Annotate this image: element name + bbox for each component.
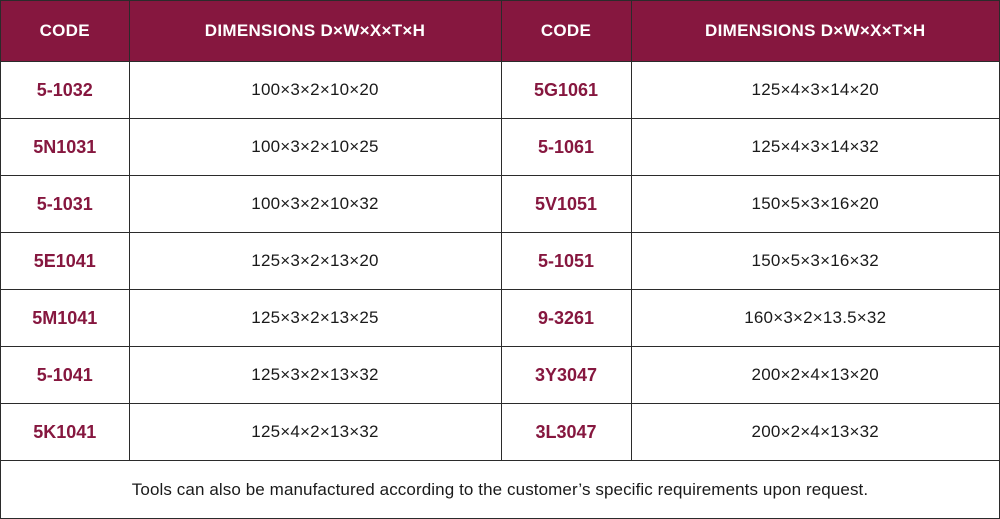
code-cell: 5-1051 <box>501 232 632 290</box>
dimensions-cell: 125×4×3×14×20 <box>631 61 999 119</box>
dimensions-table: CODE DIMENSIONS D×W×X×T×H CODE DIMENSION… <box>1 1 999 461</box>
table-body: 5-1032 100×3×2×10×20 5G1061 125×4×3×14×2… <box>1 61 999 461</box>
code-cell: 5-1032 <box>1 61 130 119</box>
code-cell: 9-3261 <box>501 289 632 347</box>
table-row: 5N1031 100×3×2×10×25 5-1061 125×4×3×14×3… <box>1 118 999 176</box>
code-cell: 5-1031 <box>1 175 130 233</box>
dimensions-cell: 125×3×2×13×20 <box>129 232 502 290</box>
dimensions-cell: 100×3×2×10×20 <box>129 61 502 119</box>
header-dimensions-right: DIMENSIONS D×W×X×T×H <box>631 1 999 62</box>
code-cell: 5M1041 <box>1 289 130 347</box>
dimensions-cell: 125×3×2×13×25 <box>129 289 502 347</box>
code-cell: 3Y3047 <box>501 346 632 404</box>
dimensions-cell: 125×4×3×14×32 <box>631 118 999 176</box>
table-row: 5E1041 125×3×2×13×20 5-1051 150×5×3×16×3… <box>1 232 999 290</box>
table-row: 5K1041 125×4×2×13×32 3L3047 200×2×4×13×3… <box>1 403 999 461</box>
table-header: CODE DIMENSIONS D×W×X×T×H CODE DIMENSION… <box>1 1 999 62</box>
code-cell: 5G1061 <box>501 61 632 119</box>
dimensions-cell: 200×2×4×13×32 <box>631 403 999 461</box>
code-cell: 5K1041 <box>1 403 130 461</box>
code-cell: 5V1051 <box>501 175 632 233</box>
code-cell: 3L3047 <box>501 403 632 461</box>
dimensions-cell: 200×2×4×13×20 <box>631 346 999 404</box>
dimensions-cell: 100×3×2×10×25 <box>129 118 502 176</box>
header-code-left: CODE <box>1 1 130 62</box>
footnote-text: Tools can also be manufactured according… <box>131 480 869 499</box>
dimensions-cell: 150×5×3×16×32 <box>631 232 999 290</box>
header-row: CODE DIMENSIONS D×W×X×T×H CODE DIMENSION… <box>1 1 999 62</box>
code-cell: 5-1041 <box>1 346 130 404</box>
dimensions-cell: 125×3×2×13×32 <box>129 346 502 404</box>
table-row: 5-1041 125×3×2×13×32 3Y3047 200×2×4×13×2… <box>1 346 999 404</box>
dimensions-cell: 125×4×2×13×32 <box>129 403 502 461</box>
header-dimensions-left: DIMENSIONS D×W×X×T×H <box>129 1 502 62</box>
code-cell: 5-1061 <box>501 118 632 176</box>
table-row: 5M1041 125×3×2×13×25 9-3261 160×3×2×13.5… <box>1 289 999 347</box>
code-cell: 5N1031 <box>1 118 130 176</box>
code-cell: 5E1041 <box>1 232 130 290</box>
dimensions-cell: 150×5×3×16×20 <box>631 175 999 233</box>
table-row: 5-1031 100×3×2×10×32 5V1051 150×5×3×16×2… <box>1 175 999 233</box>
header-code-right: CODE <box>501 1 632 62</box>
dimensions-cell: 160×3×2×13.5×32 <box>631 289 999 347</box>
table-row: 5-1032 100×3×2×10×20 5G1061 125×4×3×14×2… <box>1 61 999 119</box>
dimensions-cell: 100×3×2×10×32 <box>129 175 502 233</box>
